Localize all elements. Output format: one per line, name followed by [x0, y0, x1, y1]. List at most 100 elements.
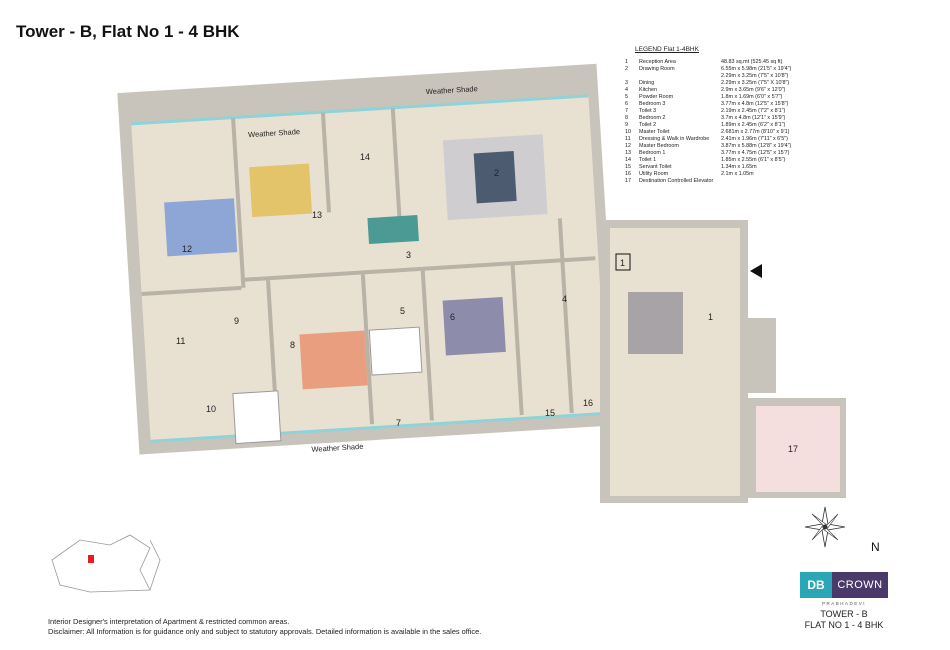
legend-number: 4	[625, 87, 628, 93]
legend-size: 3.87m x 5.88m (12'8" x 19'4")	[721, 143, 792, 149]
room-labels: 1 2 3 4 5 6 7 8 9 10 11 12 13 14 15 16 1…	[176, 152, 798, 454]
room-label: 16	[583, 398, 593, 408]
legend-name: Master Bedroom	[639, 143, 679, 149]
legend-number: 11	[625, 136, 631, 142]
legend-number: 12	[625, 143, 631, 149]
room-label: 14	[360, 152, 370, 162]
bed-bedroom2	[299, 330, 368, 390]
key-plan	[51, 534, 161, 593]
legend-row: 14 Toilet 1 1.85m x 2.55m (6'1" x 8'5")	[625, 157, 925, 164]
entrance-arrow-icon	[750, 264, 762, 278]
legend-size: 3.77m x 4.75m (12'5" x 15'7)	[721, 150, 790, 156]
room-label: 6	[450, 312, 455, 322]
legend-number: 15	[625, 164, 631, 170]
legend-name: Dressing & Walk in Wardrobe	[639, 136, 710, 142]
legend-size: 3.77m x 4.8m (12'5" x 15'8")	[721, 101, 789, 107]
room-label: 10	[206, 404, 216, 414]
main-block: Weather Shade Weather Shade Weather Shad…	[117, 63, 619, 455]
legend-number: 5	[625, 94, 628, 100]
room-label: 9	[234, 316, 239, 326]
legend-row: 5 Powder Room 1.8m x 1.69m (6'0" x 5'7")	[625, 94, 925, 101]
dining-table	[367, 215, 419, 245]
legend-row: 17 Destination Controlled Elevator	[625, 178, 925, 185]
tower-line: TOWER - B	[820, 609, 868, 619]
legend-name: Reception Area	[639, 59, 676, 65]
legend-name: Toilet 3	[639, 108, 657, 114]
legend-size: 2.41m x 1.96m (7'11" x 6'5")	[721, 136, 788, 142]
legend-name: Master Toilet	[639, 129, 670, 135]
room-label: 3	[406, 250, 411, 260]
room-label: 1	[708, 312, 713, 322]
room-label: 4	[562, 294, 567, 304]
room-label: 1	[620, 258, 625, 268]
legend-row: 4 Kitchen 2.9m x 3.65m (9'6" x 12'0")	[625, 87, 925, 94]
legend-row: 7 Toilet 3 2.19m x 2.45m (7'2" x 8'1")	[625, 108, 925, 115]
disclaimer-line-2: Disclaimer: All Information is for guida…	[48, 627, 482, 636]
legend-size: 2.29m x 3.25m (7'5" x 10'8")	[721, 73, 789, 79]
legend-size: 1.8m x 1.69m (6'0" x 5'7")	[721, 94, 783, 100]
legend-size: 2.29m x 3.25m (7'5" X 10'8")	[721, 80, 790, 86]
legend-number: 10	[625, 129, 631, 135]
bed-bedroom1	[249, 163, 313, 218]
legend-name: Powder Room	[639, 94, 674, 100]
brand-sub: PRABHADEVI	[821, 601, 866, 606]
legend-size: 6.55m x 5.98m (21'5" x 19'4")	[721, 66, 792, 72]
legend-number: 13	[625, 150, 631, 156]
legend-size: 3.7m x 4.8m (12'1" x 15'9")	[721, 115, 786, 121]
bed-master	[164, 198, 238, 257]
legend-size: 2.681m x 2.77m (8'10" x 9'1)	[721, 129, 790, 135]
legend-name: Utility Room	[639, 171, 669, 177]
legend-size: 1.85m x 2.55m (6'1" x 8'5")	[721, 157, 786, 163]
legend-number: 8	[625, 115, 628, 121]
weather-shade-label: Weather Shade	[248, 127, 300, 139]
legend-name: Toilet 1	[639, 157, 657, 163]
room-label: 11	[176, 336, 185, 346]
legend-size: 2.1m x 1.05m	[721, 171, 754, 177]
legend-number: 2	[625, 66, 628, 72]
flat-line: FLAT NO 1 - 4 BHK	[804, 620, 884, 630]
brand-db: DB	[800, 572, 832, 598]
reception-floor	[610, 228, 740, 496]
legend-name: Dining	[639, 80, 655, 86]
legend-name: Bedroom 1	[639, 150, 666, 156]
shaft	[232, 390, 282, 445]
room-label: 8	[290, 340, 295, 350]
legend-size: 48.83 sq.mt (525.45 sq ft)	[721, 59, 783, 65]
legend-size: 2.19m x 2.45m (7'2" x 8'1")	[721, 108, 786, 114]
legend-number: 9	[625, 122, 628, 128]
weather-shade-label: Weather Shade	[311, 442, 363, 454]
disclaimer: Interior Designer's interpretation of Ap…	[48, 617, 481, 637]
disclaimer-line-1: Interior Designer's interpretation of Ap…	[48, 617, 290, 626]
room-label: 13	[312, 210, 322, 220]
legend-row: 10 Master Toilet 2.681m x 2.77m (8'10" x 9…	[625, 129, 925, 136]
legend-row: 2 Drawing Room 6.55m x 5.98m (21'5" x 19'4…	[625, 66, 925, 73]
shaft	[368, 326, 423, 376]
legend-name: Drawing Room	[639, 66, 675, 72]
legend-name: Kitchen	[639, 87, 657, 93]
brand-logo: DB CROWN	[800, 572, 888, 598]
legend-name: Toilet 2	[639, 122, 657, 128]
legend-number: 6	[625, 101, 628, 107]
legend-size: 2.9m x 3.65m (9'6" x 12'0")	[721, 87, 786, 93]
reception-sofa-set	[628, 292, 683, 354]
drawing-rug	[473, 151, 517, 204]
room-label: 17	[788, 444, 798, 454]
legend-row: 11 Dressing & Walk in Wardrobe 2.41m x 1.9…	[625, 136, 925, 143]
side-bay	[748, 318, 776, 393]
north-label: N	[871, 540, 880, 554]
room-label: 2	[494, 168, 499, 178]
room-label: 7	[396, 418, 401, 428]
legend-number: 7	[625, 108, 628, 114]
legend-row: 16 Utility Room 2.1m x 1.05m	[625, 171, 925, 178]
legend-number: 14	[625, 157, 631, 163]
legend-name: Destination Controlled Elevator	[639, 178, 714, 184]
legend-number: 16	[625, 171, 631, 177]
brand-crown: CROWN	[832, 572, 888, 598]
legend-number: 17	[625, 178, 631, 184]
glass-strip-top	[131, 94, 589, 126]
